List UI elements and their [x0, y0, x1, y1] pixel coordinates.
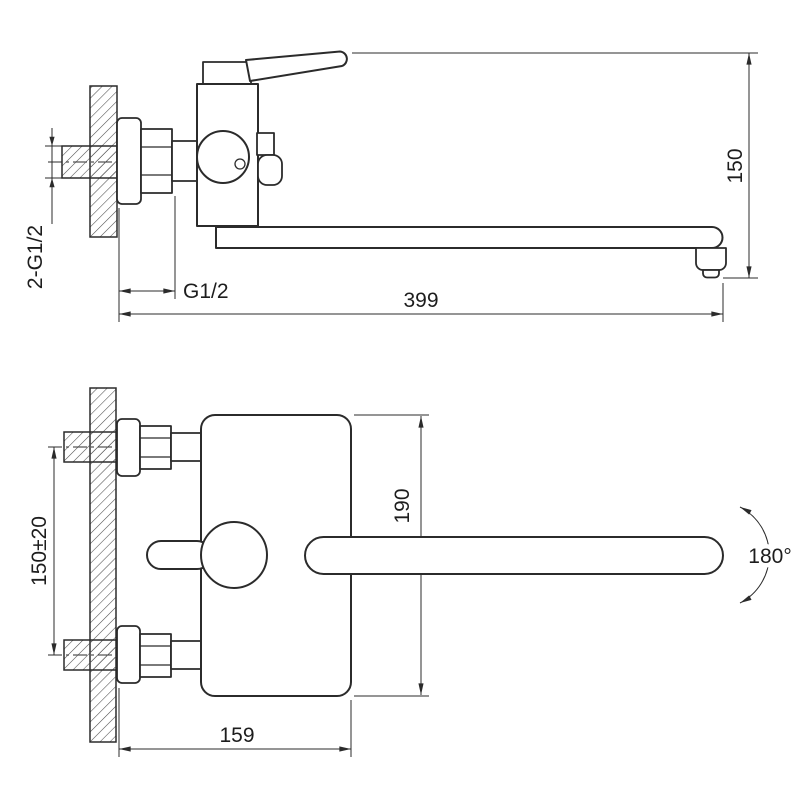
cartridge-circle	[196, 130, 250, 184]
cartridge-cap	[202, 61, 252, 87]
mounting-nut-lower	[139, 633, 172, 678]
screw-detail	[234, 158, 246, 170]
lower-pipe-hatch	[63, 639, 118, 671]
side-view: 2-G1/2 G1/2 399 150	[24, 50, 758, 322]
faucet-body-side	[196, 50, 348, 227]
dim-inlet-thread-label: 2-G1/2	[24, 225, 47, 289]
connector-lower	[170, 640, 203, 670]
dim-spout-reach-label: 399	[403, 289, 438, 312]
dim-inlet-thread: 2-G1/2	[24, 128, 66, 289]
dim-spout-thread: G1/2	[119, 196, 229, 303]
dim-spout-reach: 399	[118, 208, 724, 322]
wall-section-side	[61, 85, 119, 238]
diverter-knob	[257, 154, 283, 186]
dim-spout-swivel: 180°	[739, 506, 796, 604]
escutcheon-side	[116, 117, 142, 205]
upper-pipe-hatch	[63, 431, 118, 463]
aerator	[695, 247, 727, 271]
escutcheon-lower	[116, 625, 141, 684]
dim-inlet-centers: 150±20	[28, 447, 57, 655]
mounting-hardware-side	[116, 117, 198, 205]
dim-body-height-label: 190	[391, 488, 414, 523]
spout-tube-front	[304, 536, 724, 575]
connector-upper	[170, 432, 203, 462]
aerator-tip	[702, 269, 720, 279]
dim-overall-height-label: 150	[724, 148, 747, 183]
dim-inlet-centers-label: 150±20	[28, 516, 51, 586]
lever-handle-side	[245, 50, 348, 82]
escutcheon-upper	[116, 418, 141, 477]
front-view: 190 150±20 159 180°	[28, 387, 796, 757]
swivel-arc	[739, 506, 770, 604]
eccentric-connector-side	[171, 140, 198, 182]
inlet-pipe-hatch	[61, 145, 119, 179]
dim-overall-height: 150	[352, 52, 758, 279]
dim-body-width-label: 159	[219, 724, 254, 747]
dim-arrow	[49, 136, 55, 146]
dim-body-width: 159	[118, 688, 352, 757]
dim-arrow	[49, 178, 55, 188]
dim-spout-swivel-label: 180°	[748, 545, 791, 568]
faucet-body-front	[146, 414, 724, 697]
mounting-nut-upper	[139, 425, 172, 470]
mounting-nut-side	[140, 128, 173, 194]
wall-section-front	[63, 387, 118, 743]
dim-spout-thread-label: G1/2	[183, 280, 229, 303]
dim-body-height: 190	[354, 414, 429, 697]
handle-base-circle	[200, 521, 268, 589]
spout-side	[215, 226, 727, 279]
diverter-stem	[256, 132, 275, 156]
spout-tube-side	[215, 226, 724, 249]
